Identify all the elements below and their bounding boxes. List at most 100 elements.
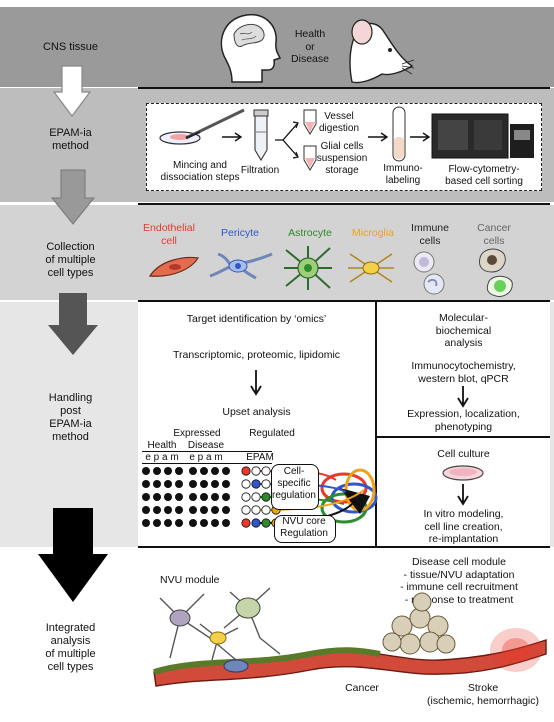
regulated-dot bbox=[261, 466, 271, 476]
health-label: Health bbox=[147, 440, 177, 451]
filtration-label: Filtration bbox=[240, 165, 280, 176]
omics-methods: Transcriptomic, proteomic, lipidomic bbox=[172, 349, 341, 361]
stroke-label: Stroke (ischemic, hemorrhagic) bbox=[426, 682, 540, 707]
down-arrow-icon bbox=[250, 370, 262, 396]
upset-dot bbox=[211, 493, 219, 501]
divider-line bbox=[375, 302, 377, 546]
divider-line bbox=[138, 87, 550, 89]
labeling-tube-icon bbox=[392, 106, 406, 162]
flow-cytometry-label: Flow-cytometry- based cell sorting bbox=[445, 164, 523, 187]
regulated-dot bbox=[251, 492, 261, 502]
divider-line bbox=[138, 546, 550, 548]
expressed-label: Expressed bbox=[173, 428, 221, 439]
cell-specific-box bbox=[271, 464, 319, 510]
upset-dot bbox=[222, 519, 230, 527]
upset-analysis-label: Upset analysis bbox=[222, 406, 291, 418]
upset-dot bbox=[164, 506, 172, 514]
regulated-dot bbox=[251, 466, 261, 476]
upset-dot bbox=[175, 467, 183, 475]
upset-dot bbox=[164, 480, 172, 488]
stage-label-integrated: Integrated analysis of multiple cell typ… bbox=[45, 622, 96, 673]
divider-line bbox=[142, 451, 272, 452]
regulated-dot bbox=[241, 518, 251, 528]
upset-dot bbox=[222, 493, 230, 501]
upset-dot bbox=[200, 519, 208, 527]
human-head-icon bbox=[220, 13, 282, 83]
stage-label-collection: Collection of multiple cell types bbox=[45, 241, 96, 279]
cell-label-astrocyte: Astrocyte bbox=[288, 227, 332, 239]
upset-dot bbox=[153, 506, 161, 514]
upset-dot bbox=[142, 506, 150, 514]
regulated-dot bbox=[261, 518, 271, 528]
cell-label-immune: Immune cells bbox=[411, 222, 449, 247]
upset-dot bbox=[175, 506, 183, 514]
divider-line bbox=[142, 463, 272, 464]
regulated-dot bbox=[241, 479, 251, 489]
stage-label-handling: Handling post EPAM-ia method bbox=[48, 392, 93, 443]
molecular-methods: Immunocytochemistry, western blot, qPCR bbox=[411, 360, 516, 385]
upset-dot bbox=[189, 519, 197, 527]
regulated-dot bbox=[261, 492, 271, 502]
immune-cells-icon bbox=[413, 251, 445, 295]
cell-specific-label: Cell- specific regulation bbox=[272, 466, 316, 501]
arrow-icon bbox=[410, 132, 431, 142]
divider-line bbox=[377, 436, 550, 438]
row-cns-tissue bbox=[0, 7, 554, 87]
upset-dot bbox=[164, 493, 172, 501]
upset-dot bbox=[211, 480, 219, 488]
divider-line bbox=[138, 203, 550, 205]
regulated-dot bbox=[241, 466, 251, 476]
upset-dot bbox=[153, 467, 161, 475]
cancer-label: Cancer bbox=[345, 682, 379, 694]
cell-label-microglia: Microglia bbox=[351, 227, 394, 239]
pericyte-icon bbox=[209, 252, 273, 280]
regulated-dot bbox=[241, 505, 251, 515]
nvu-core-label: NVU core Regulation bbox=[280, 516, 328, 539]
astrocyte-icon bbox=[284, 246, 332, 290]
mouse-icon bbox=[349, 19, 415, 84]
cell-label-pericyte: Pericyte bbox=[221, 227, 259, 239]
flow-arrow-3 bbox=[48, 293, 98, 355]
upset-dot bbox=[142, 493, 150, 501]
microglia-icon bbox=[348, 253, 394, 283]
vessel-digestion-label: Vessel digestion bbox=[318, 111, 360, 134]
stage-label-cns-tissue: CNS tissue bbox=[42, 41, 99, 53]
digestion-tube-icon bbox=[303, 109, 317, 135]
cell-label-cancer: Cancer cells bbox=[477, 222, 511, 247]
upset-dot bbox=[142, 467, 150, 475]
omics-title: Target identification by ‘omics’ bbox=[186, 313, 327, 325]
molecular-title: Molecular- biochemical analysis bbox=[435, 312, 492, 349]
suspension-tube-icon bbox=[303, 145, 317, 171]
upset-dot bbox=[211, 467, 219, 475]
upset-dot bbox=[222, 480, 230, 488]
stage-label-epam-method: EPAM-ia method bbox=[49, 127, 92, 152]
upset-dot bbox=[164, 467, 172, 475]
immunolabeling-label: Immuno- labeling bbox=[383, 163, 423, 186]
disease-label: Disease bbox=[187, 440, 225, 451]
row-collection bbox=[0, 205, 554, 300]
split-arrow-icon bbox=[275, 121, 299, 159]
upset-dot bbox=[142, 519, 150, 527]
nvu-illustration bbox=[153, 587, 547, 687]
upset-dot bbox=[189, 467, 197, 475]
regulated-dot bbox=[251, 518, 261, 528]
upset-dot bbox=[153, 519, 161, 527]
molecular-result: Expression, localization, phenotyping bbox=[407, 408, 520, 433]
cancer-cells-icon bbox=[479, 248, 513, 297]
flow-arrow-4 bbox=[38, 508, 108, 602]
upset-dot bbox=[153, 493, 161, 501]
regulated-dot bbox=[261, 505, 271, 515]
culture-result: In vitro modeling, cell line creation, r… bbox=[423, 508, 504, 545]
nvu-core-box bbox=[274, 515, 336, 543]
endothelial-cell-icon bbox=[148, 256, 199, 277]
upset-dot bbox=[211, 519, 219, 527]
regulated-dot bbox=[251, 479, 261, 489]
flow-cytometer-icon bbox=[431, 113, 534, 159]
upset-dot bbox=[189, 480, 197, 488]
glial-suspension-label: Glial cells suspension storage bbox=[316, 141, 368, 176]
regulated-dot bbox=[261, 479, 271, 489]
health-or-disease-label: Health or Disease bbox=[291, 28, 329, 65]
upset-dot bbox=[142, 480, 150, 488]
health-letters: e p a m bbox=[145, 452, 179, 463]
down-arrow-icon bbox=[457, 386, 469, 408]
